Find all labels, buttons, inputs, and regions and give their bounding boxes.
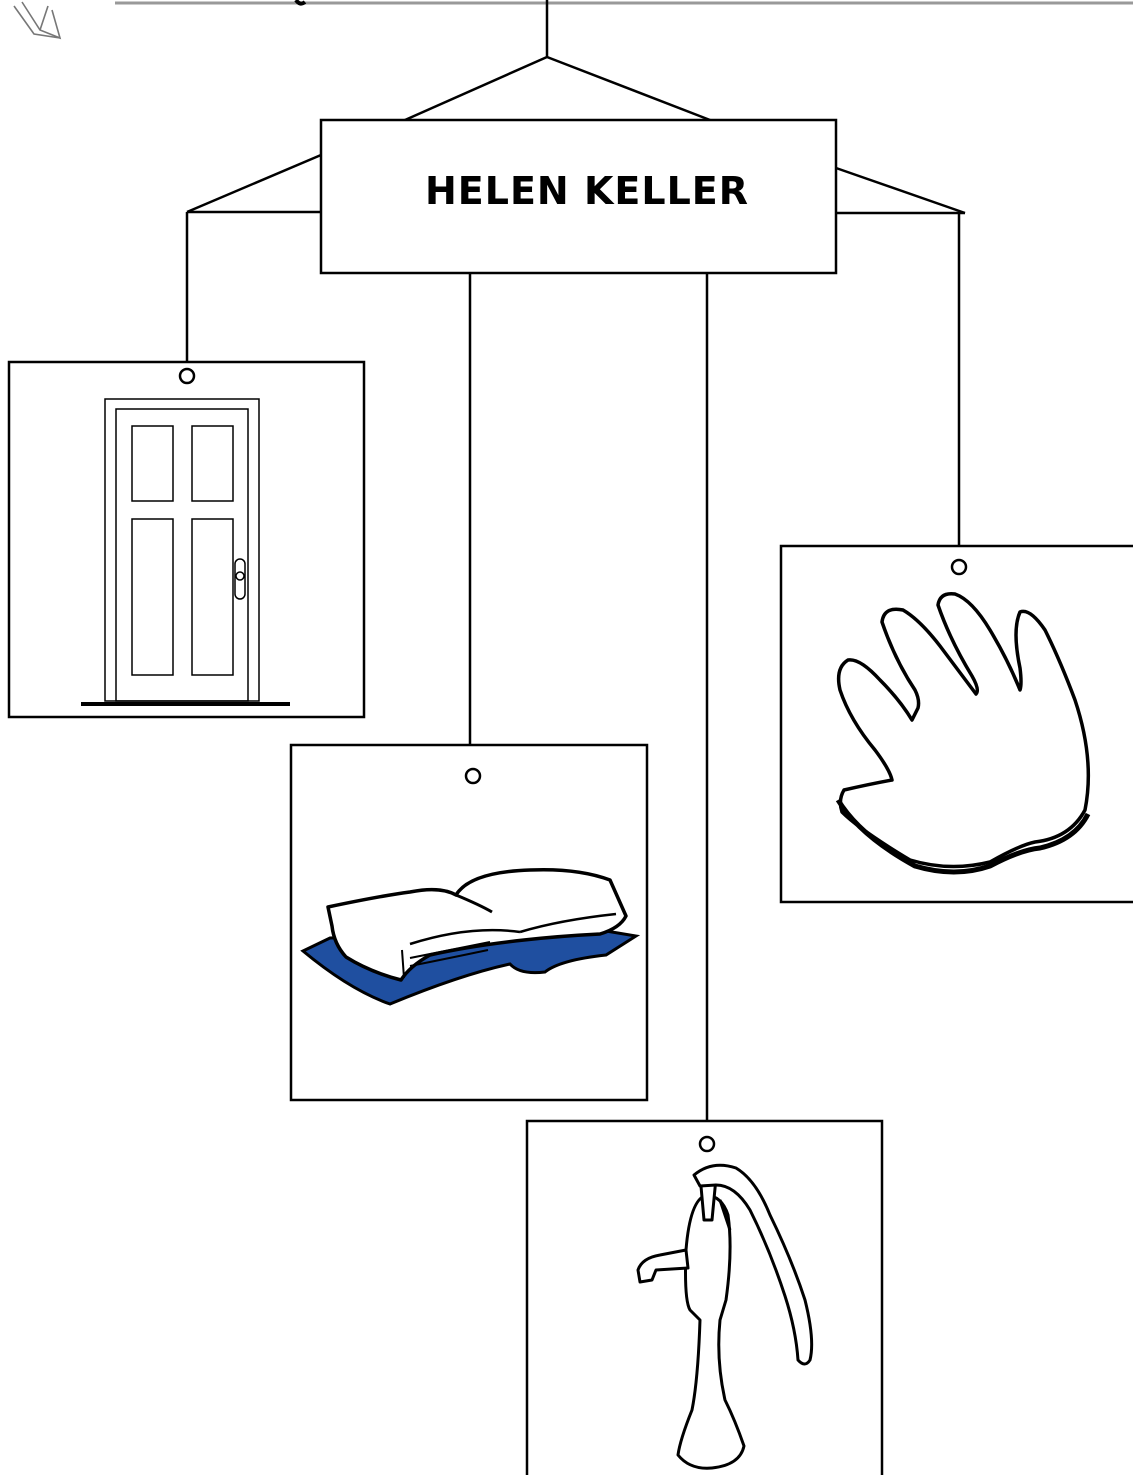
title: HELEN KELLER bbox=[425, 169, 749, 213]
door-card bbox=[9, 362, 364, 717]
page-corner-icon bbox=[14, 2, 60, 38]
heading-fragment bbox=[296, 0, 305, 4]
book-card bbox=[291, 745, 647, 1100]
pump-card bbox=[527, 1121, 882, 1475]
hand-card bbox=[781, 546, 1133, 902]
